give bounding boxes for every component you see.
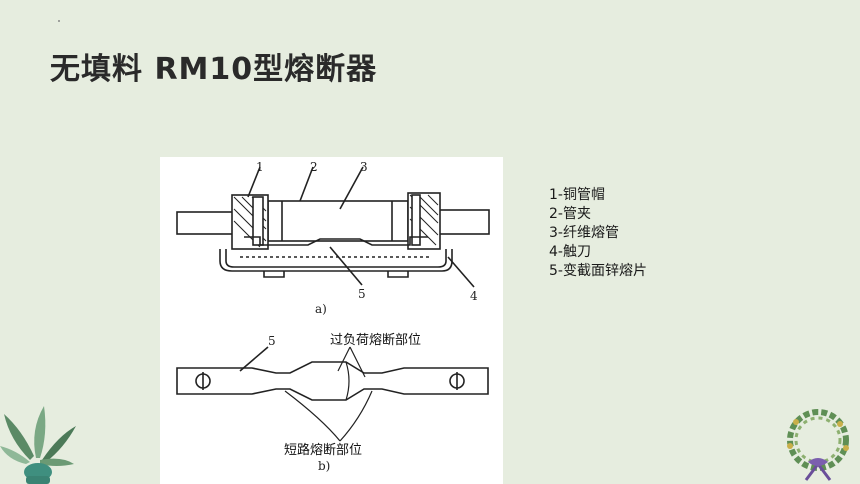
zinc-strip-a [244, 236, 428, 246]
overload-label: 过负荷熔断部位 [330, 333, 421, 348]
legend-item: 4-触刀 [549, 244, 591, 260]
fuse-diagram: 1 2 3 5 4 a) 5 过负荷熔断部位 短路熔断部位 b) [176, 160, 490, 473]
diagram-a [176, 166, 490, 288]
short-circuit-label: 短路熔断部位 [284, 442, 362, 458]
diagram-b [176, 346, 489, 442]
caption-b: b) [318, 459, 330, 473]
caption-a: a) [315, 302, 327, 316]
label-4: 4 [470, 289, 478, 303]
zinc-strip-b [176, 361, 489, 401]
label-3: 3 [360, 160, 368, 174]
legend-item: 3-纤维熔管 [549, 225, 619, 241]
legend-item: 5-变截面锌熔片 [549, 263, 647, 279]
legend-item: 1-铜管帽 [549, 187, 605, 203]
label-2: 2 [310, 160, 318, 174]
decorative-dot [58, 20, 60, 22]
wreath-decoration-icon [787, 409, 849, 481]
legend-list: 1-铜管帽 2-管夹 3-纤维熔管 4-触刀 5-变截面锌熔片 [549, 186, 647, 281]
fuse-figure: 1 2 3 5 4 a) 5 过负荷熔断部位 短路熔断部位 b) [160, 157, 503, 484]
legend-item: 2-管夹 [549, 206, 591, 222]
label-1: 1 [256, 160, 264, 174]
plant-decoration-icon [0, 406, 76, 484]
right-terminal [438, 209, 490, 235]
label-5a: 5 [358, 287, 366, 301]
fiber-tube [267, 200, 409, 242]
slide-title: 无填料 RM10型熔断器 [50, 52, 378, 87]
left-terminal [176, 211, 240, 235]
knife-contact [219, 249, 453, 272]
label-5b: 5 [268, 334, 276, 348]
